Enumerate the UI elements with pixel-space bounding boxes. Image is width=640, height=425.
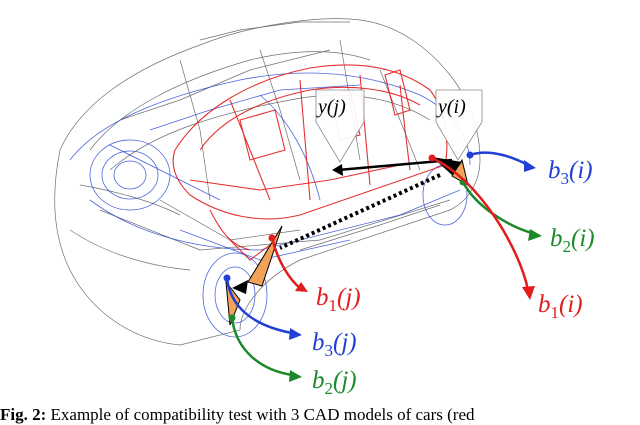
blue-wireframe-car [69, 72, 471, 338]
dotted-compatibility-line [279, 173, 441, 250]
label-b3-i: b3(i) [548, 157, 593, 188]
caption-text: Example of compatibility test with 3 CAD… [46, 405, 475, 424]
arrow-b3-i [466, 151, 536, 172]
yj-marker: y(j) [315, 89, 365, 163]
label-b2-j: b2(j) [312, 367, 357, 398]
gray-wireframe-car [54, 18, 481, 346]
label-b1-i: b1(i) [538, 291, 583, 322]
figure-caption: Fig. 2: Example of compatibility test wi… [0, 405, 640, 425]
arrow-b1-j [268, 234, 308, 292]
yi-marker: y(i) [435, 89, 483, 161]
label-y-j: y(j) [316, 96, 346, 118]
arrow-b1-i [428, 154, 535, 300]
caption-prefix: Fig. 2: [0, 405, 47, 424]
black-arrow-yi-yj [332, 158, 453, 176]
arrow-b2-j [228, 314, 302, 382]
label-y-i: y(i) [436, 96, 466, 118]
label-b2-i: b2(i) [550, 225, 595, 256]
black-marker-j [232, 280, 248, 294]
label-b1-j: b1(j) [316, 284, 361, 315]
label-b3-j: b3(j) [312, 329, 357, 360]
arrow-b3-j [223, 274, 302, 340]
